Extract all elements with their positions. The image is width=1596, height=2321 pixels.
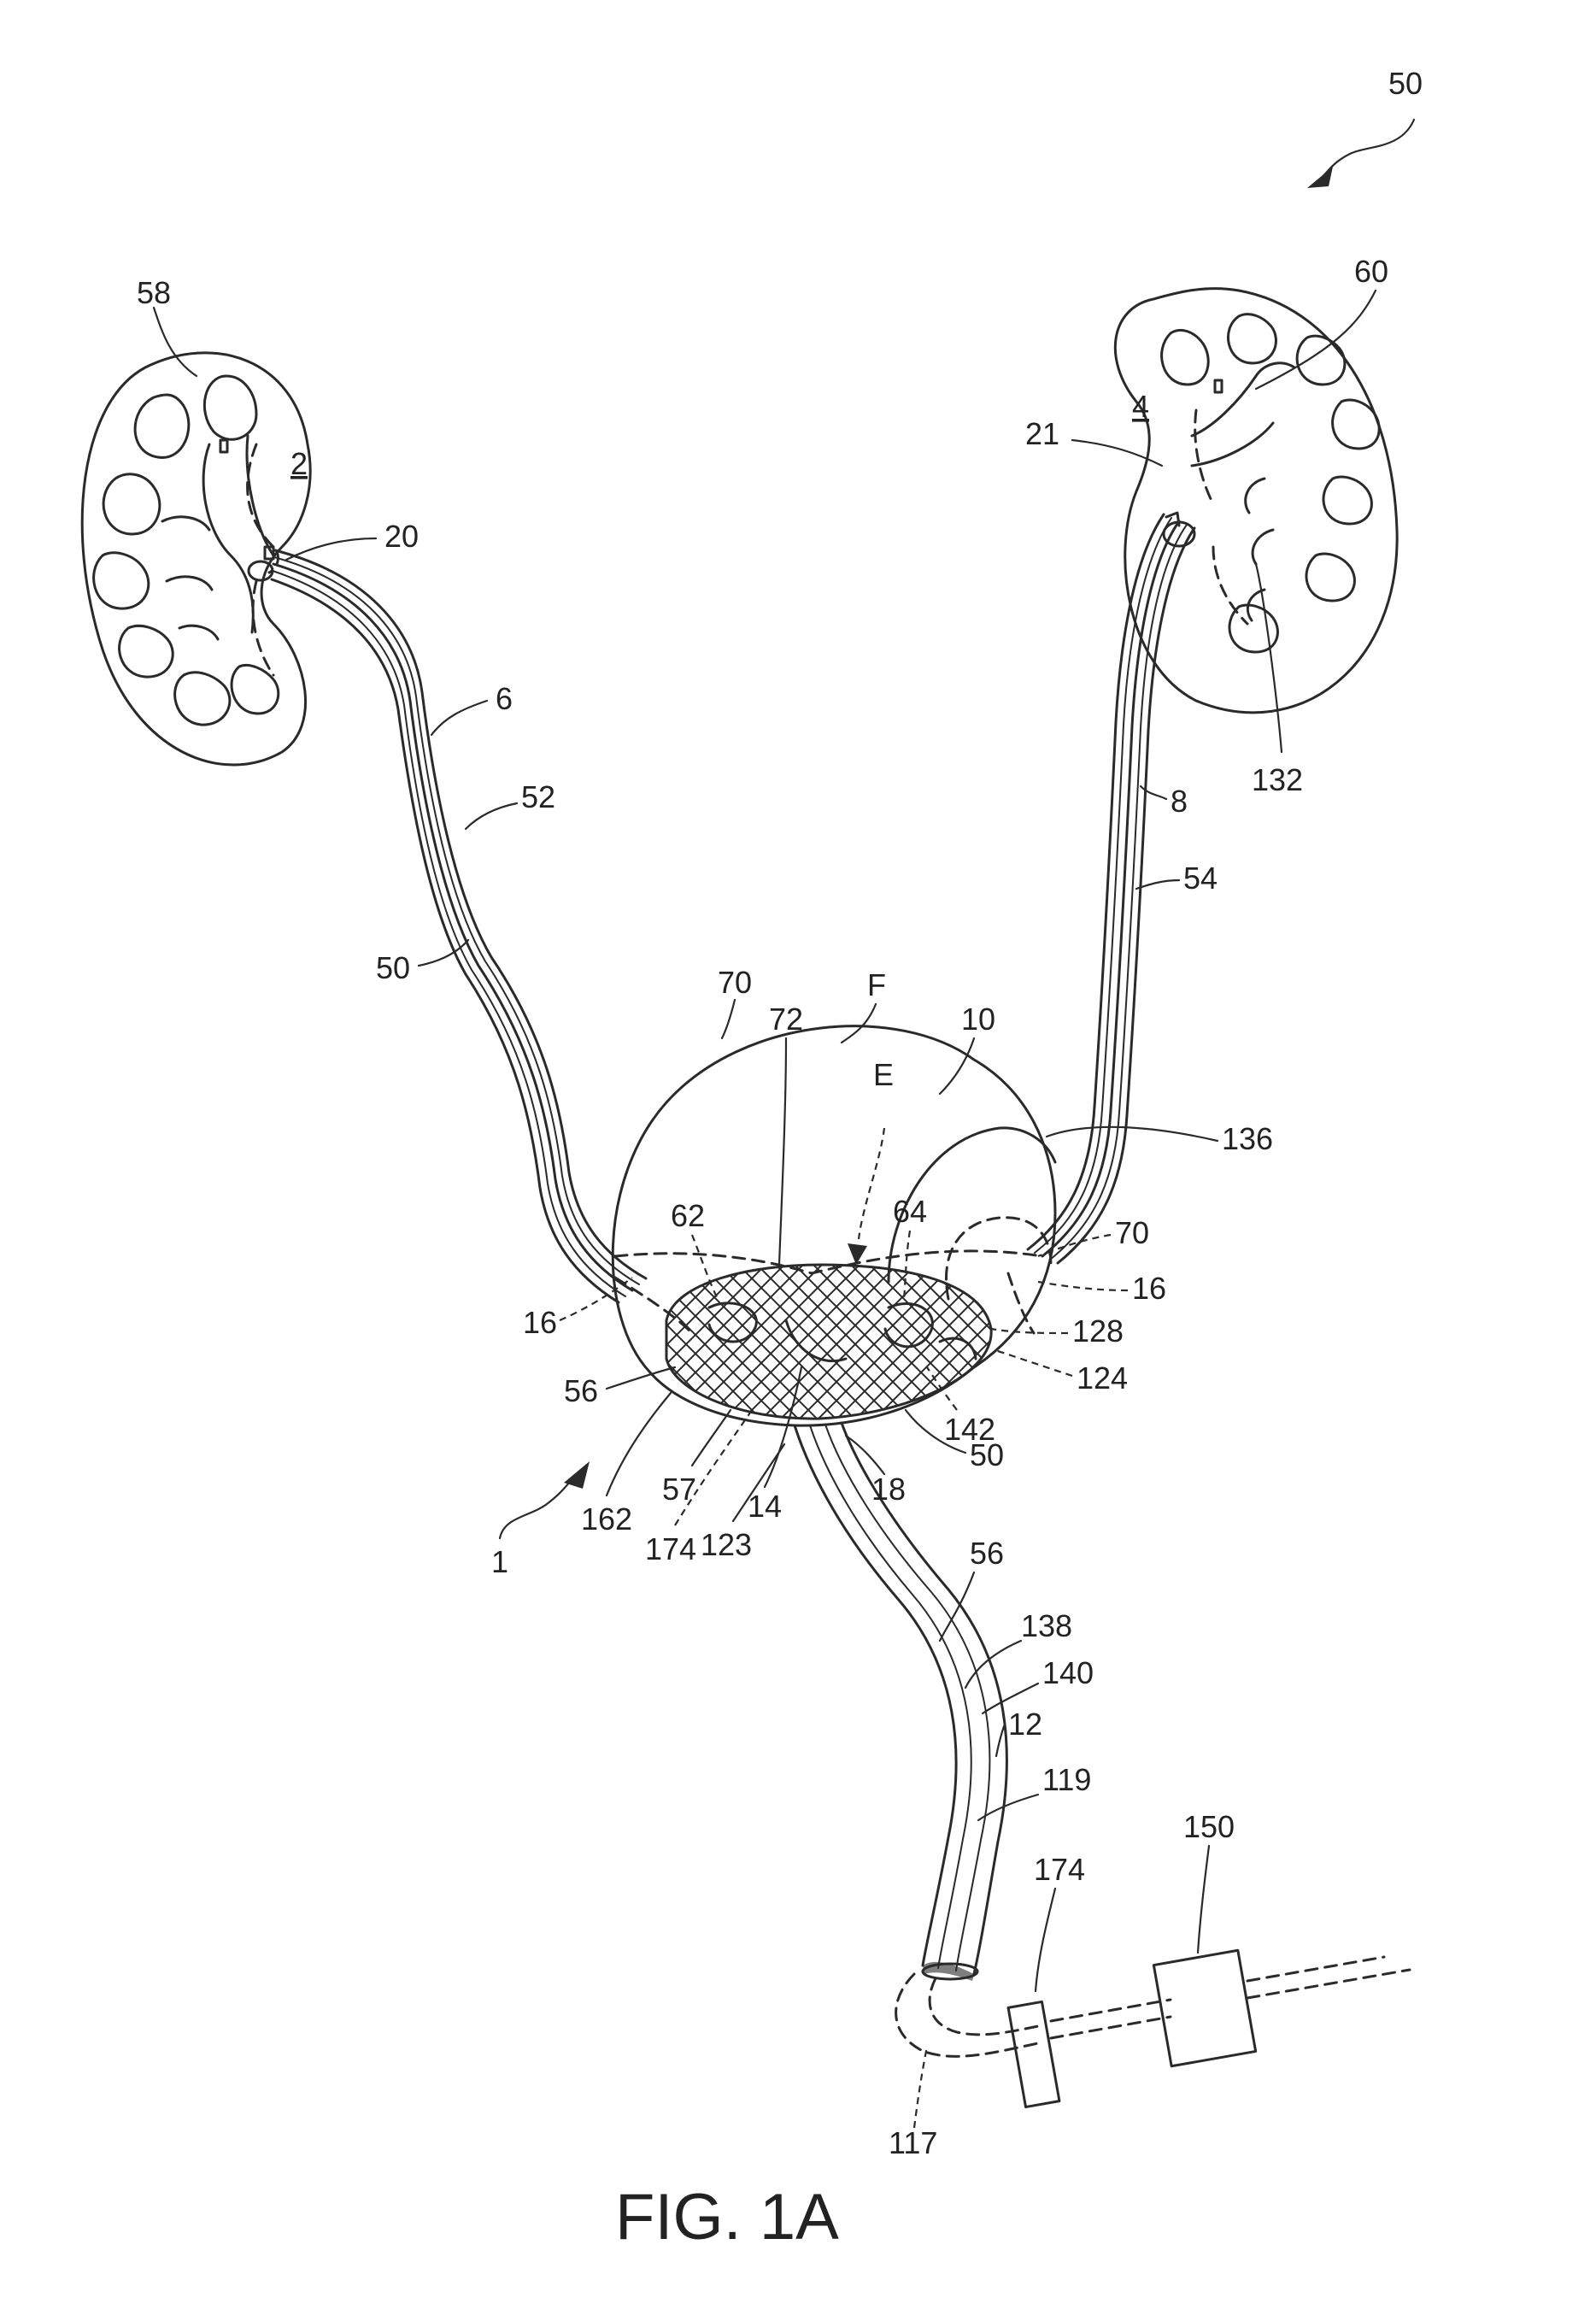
right-ureter [1028, 514, 1194, 1263]
ref-132: 132 [1252, 762, 1303, 797]
ref-58: 58 [137, 275, 171, 310]
ref-117: 117 [889, 2125, 937, 2160]
reference-numerals: 50 58 2 20 6 52 50 60 4 21 132 8 54 70 7… [137, 66, 1423, 2160]
ref-12: 12 [1008, 1707, 1042, 1742]
ref-14: 14 [748, 1489, 782, 1524]
ref-119: 119 [1042, 1762, 1091, 1797]
leader-lines [154, 291, 1376, 2128]
ref-1: 1 [491, 1544, 508, 1579]
ref-20: 20 [384, 519, 419, 554]
ref-6: 6 [496, 681, 513, 716]
ref-70-top: 70 [718, 965, 752, 1000]
ref-16-right: 16 [1132, 1271, 1166, 1306]
ref-162: 162 [581, 1501, 632, 1537]
ref-150: 150 [1183, 1809, 1235, 1844]
ref-70-right: 70 [1115, 1215, 1149, 1250]
ref-50-bottom: 50 [970, 1437, 1004, 1472]
ref-123: 123 [701, 1527, 752, 1562]
ref-64: 64 [893, 1194, 927, 1229]
ref-72: 72 [769, 1002, 803, 1037]
ref-50-top: 50 [1388, 66, 1423, 101]
ref-140: 140 [1042, 1655, 1094, 1690]
ref-50-left: 50 [376, 950, 410, 985]
ref-E: E [873, 1057, 894, 1092]
ref-F: F [867, 967, 886, 1002]
ref-124: 124 [1077, 1360, 1128, 1396]
ref-174-left: 174 [645, 1531, 696, 1566]
ref-136: 136 [1222, 1121, 1273, 1156]
ref-2: 2 [290, 446, 308, 481]
ref-60: 60 [1354, 254, 1388, 289]
arrow-E [848, 1128, 884, 1265]
arrow-1 [500, 1461, 590, 1538]
ref-16-left: 16 [523, 1305, 557, 1340]
ref-56-right: 56 [970, 1536, 1004, 1571]
drainage-tube [795, 1423, 1410, 2107]
left-kidney [82, 353, 310, 765]
ref-138: 138 [1021, 1608, 1072, 1643]
arrow-50-top [1307, 120, 1414, 188]
ref-52: 52 [521, 779, 555, 814]
ref-18: 18 [871, 1472, 906, 1507]
mesh-balloon [666, 1265, 991, 1419]
ref-174-right: 174 [1034, 1852, 1085, 1887]
ref-128: 128 [1072, 1313, 1124, 1349]
ref-8: 8 [1171, 784, 1188, 819]
ref-62: 62 [671, 1198, 705, 1233]
ref-10: 10 [961, 1002, 995, 1037]
ref-4: 4 [1132, 389, 1149, 424]
ref-21: 21 [1025, 416, 1059, 451]
ref-56-left: 56 [564, 1373, 598, 1408]
ref-57: 57 [662, 1472, 696, 1507]
ref-54: 54 [1183, 861, 1218, 896]
left-ureter [272, 550, 646, 1302]
figure-caption: FIG. 1A [615, 2181, 839, 2253]
